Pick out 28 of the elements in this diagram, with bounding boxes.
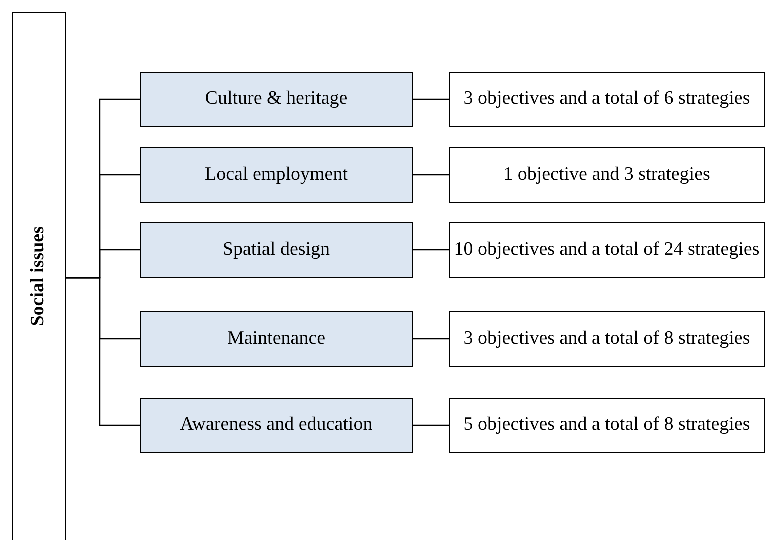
summary-box: [449, 222, 765, 278]
connector-line: [413, 174, 449, 176]
summary-box: [449, 147, 765, 203]
topic-box: [140, 311, 413, 367]
topic-label: Spatial design: [222, 238, 330, 262]
connector-line: [413, 98, 449, 100]
category-title: Social issues: [28, 226, 50, 326]
category-box: [12, 12, 66, 540]
summary-text: 3 objectives and a total of 8 strategies: [464, 328, 750, 350]
topic-box: [140, 72, 413, 127]
connector-line: [66, 277, 140, 426]
summary-text: 10 objectives and a total of 24 strategies: [454, 238, 760, 262]
summary-box: [449, 398, 765, 453]
topic-box: [140, 398, 413, 453]
connector-line: [413, 424, 449, 426]
topic-label: Culture & heritage: [205, 88, 348, 111]
summary-box: [449, 72, 765, 127]
connector-line: [413, 338, 449, 340]
topic-box: [140, 147, 413, 203]
connector-line: [413, 249, 449, 251]
summary-box: [449, 311, 765, 367]
summary-text: 5 objectives and a total of 8 strategies: [464, 414, 750, 437]
topic-box: [140, 222, 413, 278]
summary-text: 3 objectives and a total of 6 strategies: [464, 88, 750, 111]
topic-label: Local employment: [205, 164, 348, 186]
summary-text: 1 objective and 3 strategies: [504, 164, 710, 186]
topic-label: Maintenance: [227, 328, 326, 350]
topic-label: Awareness and education: [180, 414, 373, 437]
